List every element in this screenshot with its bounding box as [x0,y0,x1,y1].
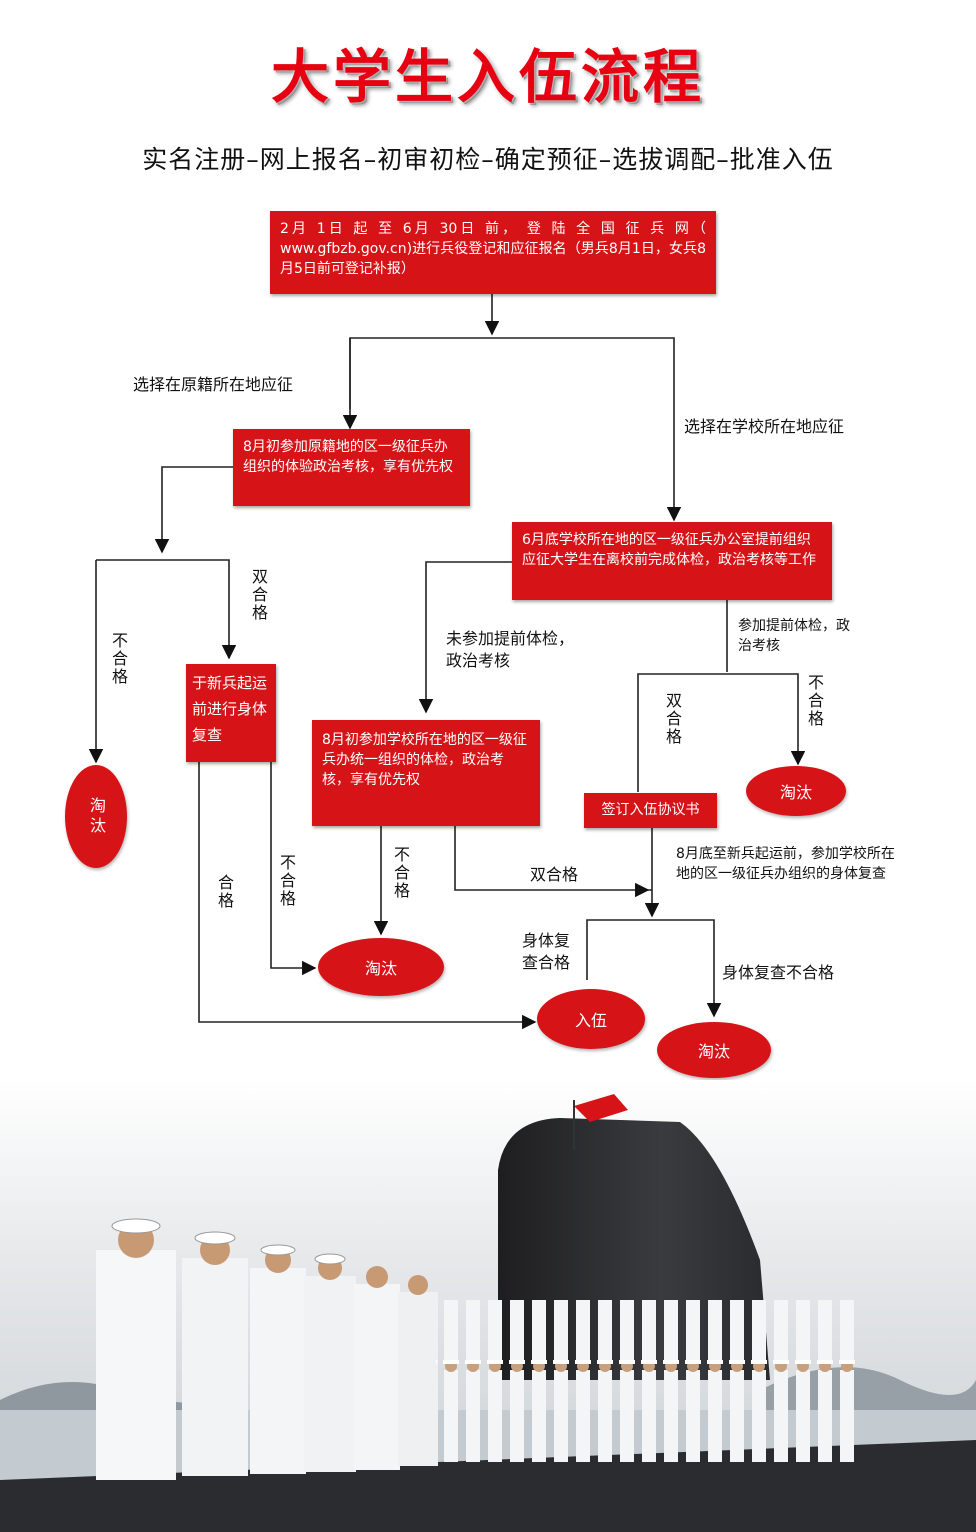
school-august-exam-box: 8月初参加学校所在地的区一级征兵办统一组织的体检，政治考核，享有优先权 [312,720,540,826]
recheck-pass-label: 身体复查合格 [522,931,571,972]
not-participated-label: 未参加提前体检，政治考核 [446,629,575,670]
choose-school-label: 选择在学校所在地应征 [684,417,845,436]
enlist-oval: 入伍 [537,989,645,1049]
connector-recheck-pass [198,762,537,1030]
process-summary: 实名注册–网上报名–初审初检–确定预征–选拔调配–批准入伍 [142,145,834,174]
participated-early-label: 参加提前体检，政治考核 [738,618,850,654]
sailors-submarine-photo [0,1080,976,1532]
submarine-hull [0,1440,976,1532]
fail-left-label: 不合格 [109,632,128,686]
double-pass-right-label: 双合格 [663,692,682,746]
connector-recheck-fail [270,762,317,976]
pass-recheck-label: 合格 [215,874,234,910]
fail-recheck-label: 不合格 [277,854,296,908]
school-early-exam-box: 6月底学校所在地的区一级征兵办公室提前组织应征大学生在离校前完成体检，政治考核等… [512,522,832,600]
hometown-exam-box: 8月初参加原籍地的区一级征兵办组织的体验政治考核，享有优先权 [233,429,470,506]
final-recheck-note: 8月底至新兵起运前，参加学校所在地的区一级征兵办组织的身体复查 [676,846,895,882]
sailors-row [96,1218,856,1480]
connector-right-split [637,673,806,792]
fail-right-label: 不合格 [805,674,824,728]
eliminate-middle-oval: 淘汰 [318,938,444,996]
connector-double-pass-bottom [454,826,652,891]
page-title: 大学生入伍流程 [270,43,705,111]
flag [574,1094,628,1122]
choose-hometown-label: 选择在原籍所在地应征 [133,375,294,394]
eliminate-left-oval: 淘汰 [65,765,127,868]
recheck-fail-label: 身体复查不合格 [722,963,835,982]
eliminate-right-top-oval: 淘汰 [746,766,846,816]
double-pass-left-label: 双合格 [249,568,268,622]
sign-agreement-box: 签订入伍协议书 [584,793,717,828]
eliminate-bottom-oval: 淘汰 [657,1022,771,1078]
double-pass-bottom-label: 双合格 [530,865,579,884]
fail-middle-label: 不合格 [391,846,410,900]
recheck-before-depart-box: 于新兵起运前进行身体复查 [186,664,276,762]
flow-connectors [88,294,806,1030]
start-registration-box: 2月 1日 起 至 6月 30日 前， 登 陆 全 国 征 兵 网（ www.g… [270,211,716,294]
eliminate-left-label: 淘汰 [87,796,106,837]
connector-not-participated [418,561,512,714]
connector-final-split [586,919,722,1018]
connector-left-split [96,559,237,660]
connector-hometown-down [154,466,233,554]
